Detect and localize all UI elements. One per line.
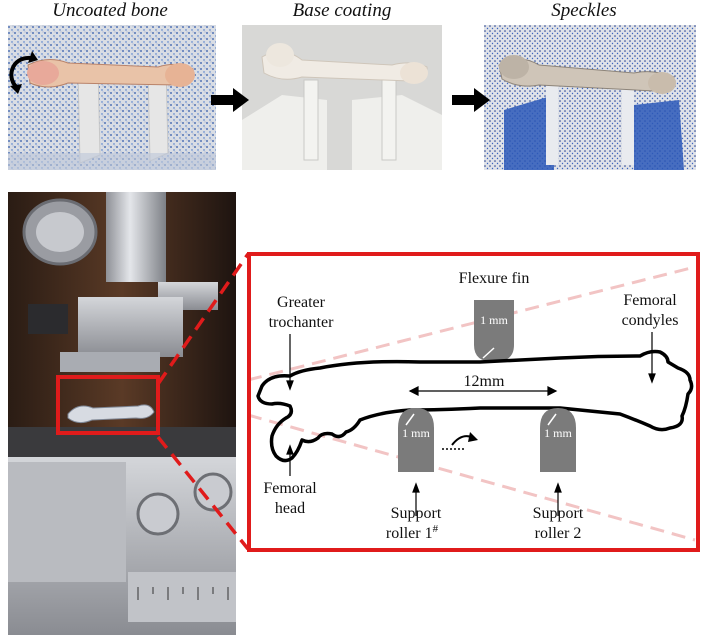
label-femoral-head-line2: head — [275, 500, 305, 517]
label-flexure-radius: 1 mm — [480, 313, 508, 327]
label-greater-trochanter-line2: trochanter — [269, 314, 335, 331]
schematic-frame — [247, 252, 700, 552]
caption-speckles: Speckles — [551, 0, 617, 21]
rotate-arrow-icon — [9, 51, 38, 94]
photo-uncoated-bone — [8, 25, 216, 170]
caption-uncoated: Uncoated bone — [52, 0, 168, 21]
label-femoral-condyles-line2: condyles — [622, 312, 679, 329]
label-support-roller-2-line1: Support — [533, 505, 584, 522]
arrow-right-icon — [452, 88, 490, 112]
photo-speckles — [484, 25, 696, 170]
label-roller1-radius: 1 mm — [402, 426, 430, 440]
flexure-fin — [474, 300, 514, 362]
label-femoral-condyles-line1: Femoral — [623, 292, 677, 309]
rotation-arrow-icon — [442, 432, 478, 450]
span-dimension — [408, 386, 558, 396]
caption-base-coating: Base coating — [292, 0, 392, 21]
bone-outline — [256, 349, 694, 463]
photo-test-rig — [8, 192, 236, 635]
arrow-right-icon — [211, 88, 249, 112]
label-femoral-head-line1: Femoral — [263, 480, 317, 497]
label-greater-trochanter-line1: Greater — [277, 294, 326, 311]
zoom-lines — [156, 253, 250, 551]
roller-1-footnote-mark: # — [433, 523, 439, 535]
support-roller-2 — [540, 408, 576, 472]
label-support-roller-1-line1: Support — [391, 505, 442, 522]
label-support-roller-2-line2: roller 2 — [535, 525, 582, 542]
support-roller-1 — [398, 408, 434, 472]
label-span: 12mm — [464, 373, 505, 390]
photo-base-coating — [242, 25, 442, 170]
label-support-roller-1-line2: roller 1# — [386, 523, 439, 542]
label-roller2-radius: 1 mm — [544, 426, 572, 440]
label-flexure-fin: Flexure fin — [459, 270, 530, 287]
